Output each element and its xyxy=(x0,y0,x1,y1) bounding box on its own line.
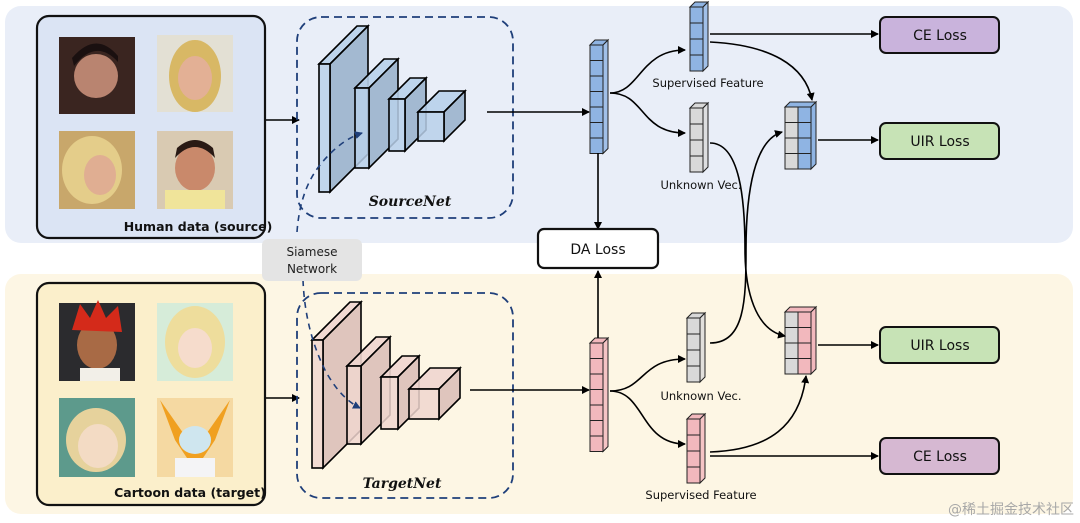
target-data-label: Cartoon data (target) xyxy=(114,485,266,500)
vector-cell xyxy=(784,106,799,123)
branch-to-target-unknown xyxy=(609,355,686,392)
targetnet-box xyxy=(296,292,514,499)
source-unknown-vector xyxy=(688,101,710,174)
da-loss-box xyxy=(536,227,660,270)
vector-cell xyxy=(797,106,812,123)
vector-cell xyxy=(689,139,704,157)
targetnet-label: TargetNet xyxy=(363,476,442,492)
siamese-network-badge xyxy=(262,239,362,281)
target-uir-loss-box xyxy=(879,326,1000,364)
vector-cell xyxy=(589,435,604,452)
vector-cell xyxy=(589,373,604,390)
source-unknown-label: Unknown Vec. xyxy=(660,178,741,192)
target-supervised-label: Supervised Feature xyxy=(645,488,756,502)
vector-cell xyxy=(797,342,812,359)
watermark: @稀土掘金技术社区 xyxy=(948,502,1074,518)
branch-to-source-unknown xyxy=(609,92,686,137)
sourcenet-layers xyxy=(317,24,467,194)
vector-cell xyxy=(797,327,812,344)
source-data-label: Human data (source) xyxy=(124,219,273,234)
vector-cell xyxy=(589,420,604,437)
sourcenet-label: SourceNet xyxy=(369,194,452,210)
source-unknown-to-target-concat xyxy=(709,142,786,339)
branch-to-target-supervised xyxy=(609,390,686,448)
branch-to-source-supervised xyxy=(609,46,686,94)
target-unknown-to-source-concat xyxy=(709,130,783,344)
vector-cell xyxy=(689,54,704,72)
siamese-dashed-curve-bottom xyxy=(302,279,361,409)
siamese-dashed-curve-top xyxy=(296,131,363,233)
vector-cell xyxy=(686,365,701,383)
vector-cell xyxy=(784,122,799,139)
vector-cell xyxy=(784,137,799,154)
vector-cell xyxy=(589,60,604,77)
vector-cell xyxy=(589,404,604,421)
target-supervised-to-target-concat xyxy=(709,375,810,453)
vector-cell xyxy=(689,22,704,40)
vector-cell xyxy=(686,466,701,484)
source-data-box: Human data (source) xyxy=(35,14,273,240)
vector-cell xyxy=(686,317,701,335)
vector-cell xyxy=(784,358,799,375)
vector-cell xyxy=(797,311,812,328)
target-concat-vector xyxy=(783,305,818,376)
vector-cell xyxy=(589,106,604,123)
vector-cell xyxy=(797,122,812,139)
vector-cell xyxy=(589,44,604,61)
source-uir-loss-label: UIR Loss xyxy=(910,134,969,150)
vector-cell xyxy=(589,389,604,406)
vector-cell xyxy=(784,342,799,359)
feature-vectors xyxy=(588,0,818,485)
source-supervised-label: Supervised Feature xyxy=(652,76,763,90)
sourcenet-box xyxy=(296,16,514,219)
targetnet-layers xyxy=(310,300,462,470)
target-feature-vector xyxy=(588,336,610,453)
vector-cell xyxy=(689,107,704,125)
source-ce-loss-label: CE Loss xyxy=(913,28,967,44)
vector-cell xyxy=(797,358,812,375)
da-loss-label: DA Loss xyxy=(570,242,625,258)
vector-cell xyxy=(689,123,704,141)
vector-cell xyxy=(689,6,704,24)
vector-cell xyxy=(686,349,701,367)
siamese-label-line2: Network xyxy=(287,262,337,276)
vector-cell xyxy=(589,137,604,154)
vector-cell xyxy=(784,311,799,328)
vector-cell xyxy=(589,75,604,92)
target-ce-loss-label: CE Loss xyxy=(913,449,967,465)
source-supervised-vector xyxy=(688,0,710,73)
vector-cell xyxy=(686,333,701,351)
source-uir-loss-box xyxy=(879,122,1000,160)
vector-cell xyxy=(689,155,704,173)
source-domain-panel xyxy=(5,6,1073,243)
targetnet-layer-4 xyxy=(407,366,462,421)
target-supervised-vector xyxy=(685,412,707,485)
target-data-box: Cartoon data (target) xyxy=(35,281,267,507)
sourcenet-layer-4 xyxy=(416,89,467,143)
vector-cell xyxy=(689,38,704,56)
target-unknown-vector xyxy=(685,311,707,384)
target-ce-loss-box xyxy=(879,437,1000,475)
source-feature-vector xyxy=(588,38,610,155)
vector-cell xyxy=(589,342,604,359)
vector-cell xyxy=(589,91,604,108)
vector-cell xyxy=(589,122,604,139)
vector-cell xyxy=(797,153,812,170)
vector-cell xyxy=(784,153,799,170)
vector-cell xyxy=(797,137,812,154)
source-supervised-to-source-concat xyxy=(709,41,815,101)
vector-cell xyxy=(589,358,604,375)
source-concat-vector xyxy=(783,100,818,171)
siamese-label-line1: Siamese xyxy=(286,245,337,259)
target-uir-loss-label: UIR Loss xyxy=(910,338,969,354)
vector-cell xyxy=(784,327,799,344)
target-unknown-label: Unknown Vec. xyxy=(660,389,741,403)
vector-cell xyxy=(686,418,701,436)
vector-cell xyxy=(686,450,701,468)
vector-cell xyxy=(686,434,701,452)
source-ce-loss-box xyxy=(879,16,1000,54)
